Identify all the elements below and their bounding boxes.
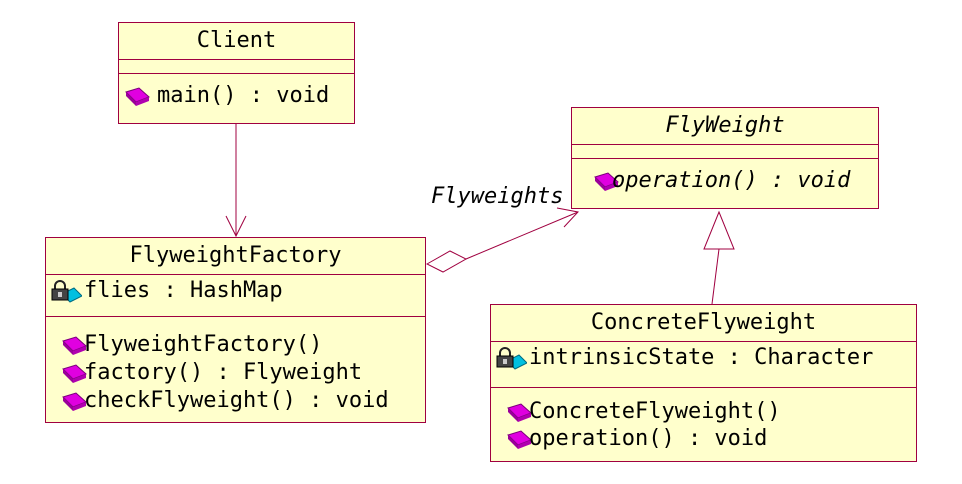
class-name: FlyweightFactory xyxy=(129,243,342,268)
generalization-triangle xyxy=(703,210,735,250)
attributes-compartment: intrinsicState : Character xyxy=(491,341,916,387)
operation-row[interactable]: main() : void xyxy=(119,82,354,110)
operation-signature: main() : void xyxy=(157,83,330,108)
public-operation-icon xyxy=(594,172,619,191)
operation-row[interactable]: factory() : Flyweight xyxy=(46,359,425,387)
public-operation-icon xyxy=(62,392,87,411)
private-attribute-lock-icon xyxy=(51,280,82,303)
public-operation-icon xyxy=(125,87,150,106)
operation-signature: checkFlyweight() : void xyxy=(84,388,389,413)
attributes-compartment xyxy=(119,59,354,73)
operation-signature: ConcreteFlyweight() xyxy=(529,399,781,424)
operation-signature: FlyweightFactory() xyxy=(84,332,323,357)
association-role-label: Flyweights xyxy=(431,184,564,209)
operations-compartment: main() : void xyxy=(119,73,354,125)
operation-row[interactable]: FlyweightFactory() xyxy=(46,331,425,359)
attribute-row[interactable]: flies : HashMap xyxy=(46,277,425,305)
operation-row[interactable]: checkFlyweight() : void xyxy=(46,387,425,415)
generalization-line[interactable] xyxy=(711,248,720,305)
operations-compartment: FlyweightFactory() factory() : Flyweight… xyxy=(46,316,425,415)
attribute-row[interactable]: intrinsicState : Character xyxy=(491,344,916,372)
operations-compartment: ConcreteFlyweight() operation() : void xyxy=(491,387,916,452)
aggregation-diamond xyxy=(425,250,468,273)
operation-row[interactable]: ConcreteFlyweight() xyxy=(491,398,916,425)
attributes-compartment xyxy=(572,144,878,158)
class-name: ConcreteFlyweight xyxy=(590,310,817,335)
public-operation-icon xyxy=(507,403,532,422)
operation-signature: factory() : Flyweight xyxy=(84,360,363,385)
operation-signature: operation() : void xyxy=(529,426,768,451)
class-name: FlyWeight xyxy=(665,113,785,138)
public-operation-icon xyxy=(507,430,532,449)
attribute-signature: intrinsicState : Character xyxy=(529,345,874,370)
public-operation-icon xyxy=(62,364,87,383)
operation-row[interactable]: operation() : void xyxy=(491,425,916,452)
attributes-compartment: flies : HashMap xyxy=(46,274,425,316)
class-name: Client xyxy=(196,28,277,53)
attribute-signature: flies : HashMap xyxy=(84,278,283,303)
class-client[interactable]: Client main() : void xyxy=(118,22,355,124)
factory-to-flyweight-line[interactable] xyxy=(465,211,579,260)
private-attribute-lock-icon xyxy=(496,347,527,370)
operation-signature: operation() : void xyxy=(612,168,851,193)
client-to-factory-arrowhead xyxy=(225,215,247,238)
public-operation-icon xyxy=(62,336,87,355)
factory-to-flyweight-arrowhead xyxy=(556,207,579,228)
operations-compartment: operation() : void xyxy=(572,158,878,210)
class-flyweight[interactable]: FlyWeight operation() : void xyxy=(571,107,879,209)
operation-row[interactable]: operation() : void xyxy=(572,167,878,195)
class-concrete-flyweight[interactable]: ConcreteFlyweight intrinsicState : Chara… xyxy=(490,304,917,462)
class-flyweight-factory[interactable]: FlyweightFactory flies : HashMap Fl xyxy=(45,237,426,423)
